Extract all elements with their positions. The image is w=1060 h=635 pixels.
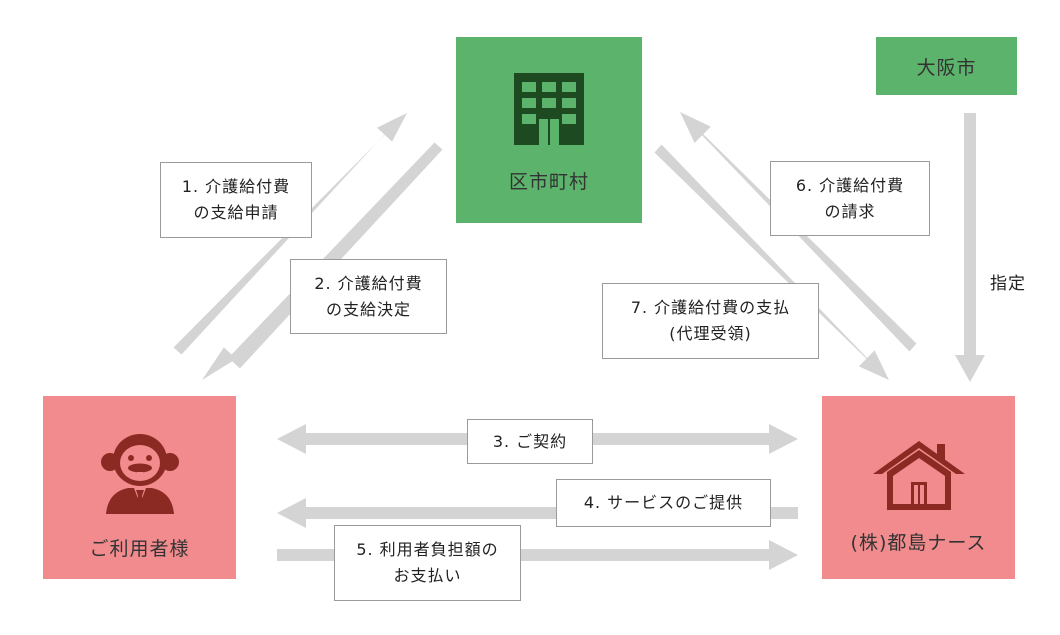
user-label: ご利用者様	[89, 538, 190, 560]
label-step2: 2. 介護給付費 の支給決定	[290, 259, 447, 334]
building-icon	[514, 72, 584, 145]
municipality-node: 区市町村	[456, 37, 642, 223]
label-step1-line2: の支給申請	[193, 203, 279, 222]
arrow-designation-shaft	[964, 113, 976, 355]
provider-node: (株)都島ナース	[822, 396, 1015, 579]
label-step3: 3. ご契約	[467, 419, 593, 464]
label-step2-line1: 2. 介護給付費	[314, 273, 423, 293]
elderly-man-icon	[100, 434, 179, 514]
label-step3-text: 3. ご契約	[492, 431, 568, 451]
arrow-designation-head	[955, 355, 985, 382]
label-step4: 4. サービスのご提供	[556, 479, 771, 527]
label-step5-line2: お支払い	[393, 566, 462, 585]
provider-label: (株)都島ナース	[850, 532, 987, 554]
label-step5: 5. 利用者負担額の お支払い	[334, 525, 521, 601]
label-step1-line1: 1. 介護給付費	[181, 177, 291, 196]
user-node: ご利用者様	[43, 396, 236, 579]
label-step6-line2: の請求	[824, 201, 876, 221]
label-step7-line2: (代理受領)	[669, 324, 752, 343]
label-step1: 1. 介護給付費 の支給申請	[160, 162, 312, 238]
label-step7: 7. 介護給付費の支払 (代理受領)	[602, 283, 819, 359]
osaka-node: 大阪市	[876, 37, 1017, 95]
osaka-label: 大阪市	[916, 56, 977, 79]
label-step4-text: 4. サービスのご提供	[583, 493, 744, 512]
label-step6: 6. 介護給付費 の請求	[770, 161, 930, 236]
label-step7-line1: 7. 介護給付費の支払	[630, 298, 791, 317]
label-designation: 指定	[980, 269, 1036, 299]
municipality-label: 区市町村	[508, 170, 589, 193]
house-icon	[872, 441, 965, 510]
label-step6-line1: 6. 介護給付費	[795, 175, 905, 195]
label-designation-text: 指定	[990, 274, 1026, 294]
arrow-step7	[654, 144, 889, 380]
label-step5-line1: 5. 利用者負担額の	[356, 540, 499, 559]
label-step2-line2: の支給決定	[325, 299, 411, 319]
